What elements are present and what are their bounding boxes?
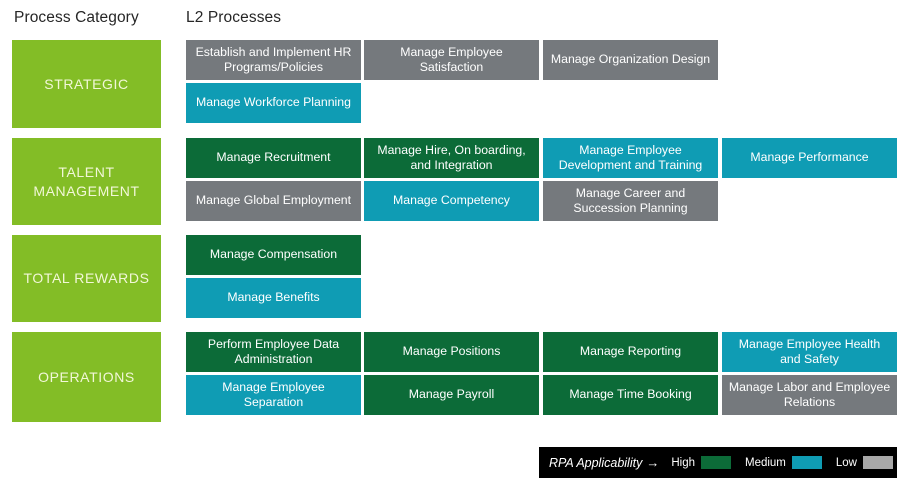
process-matrix: STRATEGIC Establish and Implement HR Prog…: [0, 36, 899, 428]
process-band-strategic: STRATEGIC Establish and Implement HR Prog…: [0, 36, 899, 134]
category-cell-operations[interactable]: OPERATIONS: [12, 332, 161, 422]
process-row: Establish and Implement HR Programs/Poli…: [186, 40, 897, 80]
process-cell-manage-organization-design[interactable]: Manage Organization Design: [543, 40, 718, 80]
process-band-operations: OPERATIONS Perform Employee Data Administ…: [0, 328, 899, 428]
legend-swatch-medium: [791, 456, 822, 469]
legend-label-low: Low: [835, 456, 857, 469]
legend-title: RPA Applicability: [549, 455, 643, 470]
process-cell-manage-employee-satisfaction[interactable]: Manage Employee Satisfaction: [364, 40, 539, 80]
header-process-category: Process Category: [14, 9, 139, 26]
legend-item-medium: Medium: [745, 456, 822, 469]
header-l2-processes: L2 Processes: [186, 9, 282, 26]
process-cell-manage-labor-and-employee-relations[interactable]: Manage Labor and Employee Relations: [722, 375, 897, 415]
process-cell-manage-career-and-succession-planning[interactable]: Manage Career and Succession Planning: [543, 181, 718, 221]
process-cell-manage-benefits[interactable]: Manage Benefits: [186, 278, 361, 318]
process-row: Manage Compensation: [186, 235, 897, 275]
process-cell-manage-competency[interactable]: Manage Competency: [364, 181, 539, 221]
process-cell-manage-recruitment[interactable]: Manage Recruitment: [186, 138, 361, 178]
process-cell-manage-employee-health-and-safety[interactable]: Manage Employee Health and Safety: [722, 332, 897, 372]
column-headers: Process Category L2 Processes: [0, 0, 899, 36]
process-cell-manage-payroll[interactable]: Manage Payroll: [364, 375, 539, 415]
legend-swatch-low: [863, 456, 893, 469]
process-cell-manage-employee-separation[interactable]: Manage Employee Separation: [186, 375, 361, 415]
category-cell-talent-management[interactable]: TALENT MANAGEMENT: [12, 138, 161, 225]
process-cell-manage-global-employment[interactable]: Manage Global Employment: [186, 181, 361, 221]
process-cell-manage-performance[interactable]: Manage Performance: [722, 138, 897, 178]
category-cell-total-rewards[interactable]: TOTAL REWARDS: [12, 235, 161, 322]
process-cell-manage-workforce-planning[interactable]: Manage Workforce Planning: [186, 83, 361, 123]
legend-item-high: High: [671, 456, 731, 469]
process-row: Manage Benefits: [186, 278, 897, 318]
legend-label-medium: Medium: [744, 456, 786, 469]
rpa-applicability-legend: RPA Applicability → High Medium Low: [539, 447, 897, 478]
legend-swatch-high: [700, 456, 731, 469]
legend-item-low: Low: [836, 456, 893, 469]
category-cell-strategic[interactable]: STRATEGIC: [12, 40, 161, 128]
arrow-right-icon: →: [646, 455, 660, 470]
process-cells-strategic: Establish and Implement HR Programs/Poli…: [186, 40, 897, 126]
process-cell-manage-hire-on-boarding-and-integration[interactable]: Manage Hire, On boarding, and Integratio…: [364, 138, 539, 178]
process-cell-manage-reporting[interactable]: Manage Reporting: [543, 332, 718, 372]
process-cell-establish-and-implement-hr-programs-policies[interactable]: Establish and Implement HR Programs/Poli…: [186, 40, 361, 80]
process-cell-manage-compensation[interactable]: Manage Compensation: [186, 235, 361, 275]
process-cell-manage-time-booking[interactable]: Manage Time Booking: [543, 375, 718, 415]
process-cell-manage-positions[interactable]: Manage Positions: [364, 332, 539, 372]
process-row: Manage Workforce Planning: [186, 83, 897, 123]
process-cell-perform-employee-data-administration[interactable]: Perform Employee Data Administration: [186, 332, 361, 372]
process-cell-manage-employee-development-and-training[interactable]: Manage Employee Development and Training: [543, 138, 718, 178]
legend-label-high: High: [671, 456, 695, 469]
